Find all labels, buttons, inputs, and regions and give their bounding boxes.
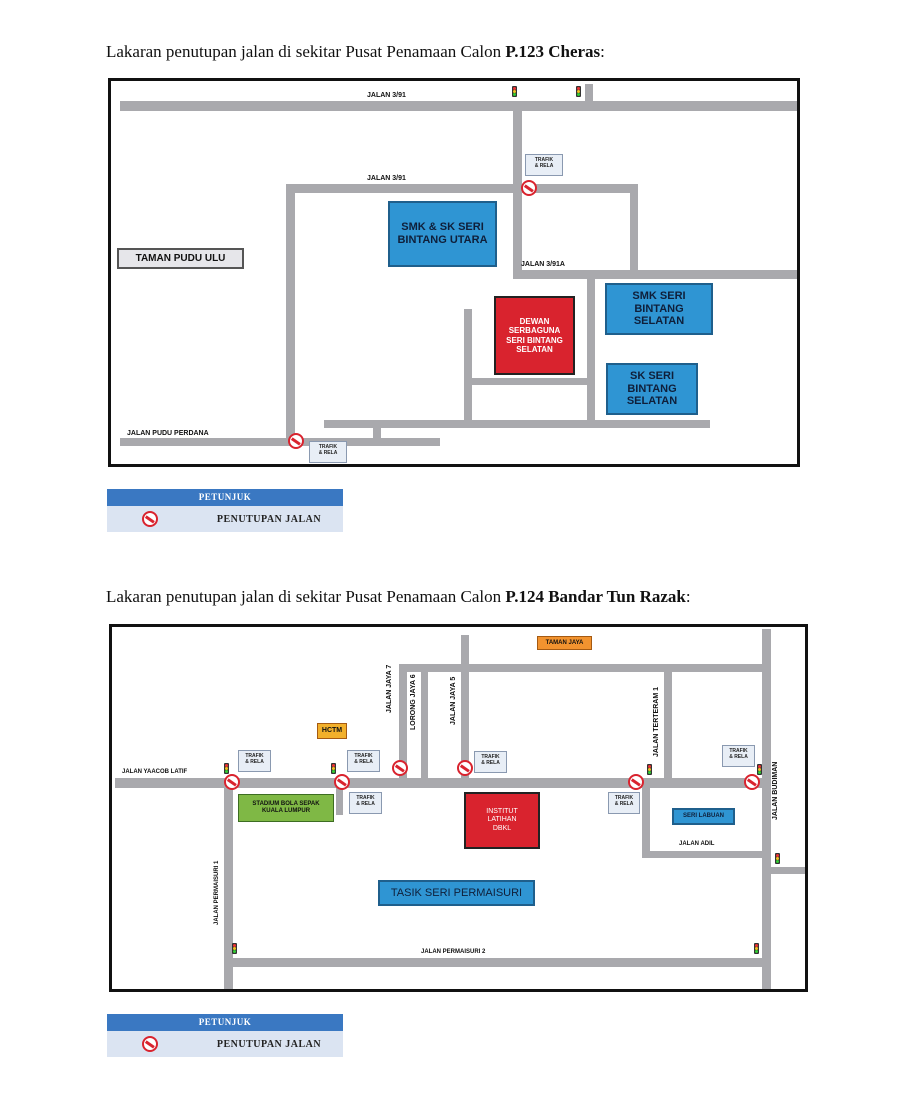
road-lorong-jaya-6	[421, 672, 428, 782]
road-closure-icon	[392, 760, 408, 776]
place-taman-pudu-ulu: TAMAN PUDU ULU	[117, 248, 244, 269]
map2-caption-prefix: Lakaran penutupan jalan di sekitar Pusat…	[106, 587, 506, 606]
map2-caption-bold: P.124 Bandar Tun Razak	[505, 587, 686, 606]
road-closure-icon	[224, 774, 240, 790]
place-smk-seri-bintang-selatan: SMK SERI BINTANG SELATAN	[605, 283, 713, 335]
road-jalan-permaisuri-1	[224, 783, 233, 989]
label-jalan-3-91-mid: JALAN 3/91	[367, 175, 406, 182]
label-jalan-yaacob-latif: JALAN YAACOB LATIF	[122, 769, 188, 775]
place-institut-latihan-dbkl: INSTITUT LATIHAN DBKL	[464, 792, 540, 849]
road-closure-icon	[142, 1036, 158, 1052]
traffic-light-icon	[576, 86, 581, 97]
road-vertical-center	[513, 107, 522, 279]
legend-title: PETUNJUK	[107, 1014, 343, 1031]
place-hctm: HCTM	[317, 723, 347, 739]
legend-row: PENUTUPAN JALAN	[107, 506, 343, 532]
road-jalan-jaya-5	[461, 635, 469, 782]
road-closure-icon	[521, 180, 537, 196]
traffic-light-icon	[232, 943, 237, 954]
legend-row: PENUTUPAN JALAN	[107, 1031, 343, 1057]
road-vertical-right-loop	[630, 184, 638, 272]
trafik-rela-box: TRAFIK& RELA	[474, 751, 507, 773]
map1-legend: PETUNJUK PENUTUPAN JALAN	[107, 489, 343, 532]
traffic-light-icon	[775, 853, 780, 864]
road-closure-icon	[744, 774, 760, 790]
road-closure-icon	[288, 433, 304, 449]
road-inner-branch	[472, 378, 588, 385]
road-bottom-stub	[373, 426, 381, 440]
map2-sketch: JALAN YAACOB LATIF JALAN JAYA 7 LORONG J…	[109, 624, 808, 992]
trafik-rela-box: TRAFIK& RELA	[309, 441, 347, 463]
label-jalan-permaisuri-2: JALAN PERMAISURI 2	[421, 949, 486, 955]
road-vertical-inner	[464, 309, 472, 427]
label-jalan-budiman: JALAN BUDIMAN	[772, 761, 779, 820]
map1-caption-bold: P.123 Cheras	[505, 42, 601, 61]
traffic-light-icon	[647, 764, 652, 775]
road-vertical-schools	[587, 279, 595, 426]
legend-title: PETUNJUK	[107, 489, 343, 506]
traffic-light-icon	[331, 763, 336, 774]
map2-legend: PETUNJUK PENUTUPAN JALAN	[107, 1014, 343, 1057]
legend-label: PENUTUPAN JALAN	[216, 1038, 322, 1050]
map1-caption-suffix: :	[600, 42, 605, 61]
label-jalan-jaya-5: JALAN JAYA 5	[450, 676, 457, 725]
road-jalan-yaacob-latif	[115, 778, 770, 788]
road-vertical-left	[286, 184, 295, 446]
road-closure-icon	[457, 760, 473, 776]
place-sk-seri-bintang-selatan: SK SERI BINTANG SELATAN	[606, 363, 698, 415]
label-jalan-permaisuri-1: JALAN PERMAISURI 1	[214, 860, 220, 925]
place-smk-sk-seri-bintang-utara: SMK & SK SERI BINTANG UTARA	[388, 201, 497, 267]
road-bottom-long	[324, 420, 710, 428]
place-tasik-seri-permaisuri: TASIK SERI PERMAISURI	[378, 880, 535, 906]
place-dewan-serbaguna: DEWAN SERBAGUNA SERI BINTANG SELATAN	[494, 296, 575, 375]
map1-sketch: JALAN 3/91 JALAN 3/91 JALAN 3/91A JALAN …	[108, 78, 800, 467]
road-jalan-terteram-1	[664, 672, 672, 780]
place-seri-labuan: SERI LABUAN	[672, 808, 735, 825]
road-jalan-budiman	[762, 629, 771, 989]
label-jalan-terteram-1: JALAN TERTERAM 1	[653, 686, 660, 757]
road-closure-icon	[628, 774, 644, 790]
label-jalan-adil: JALAN ADIL	[679, 841, 715, 847]
traffic-light-icon	[754, 943, 759, 954]
label-lorong-jaya-6: LORONG JAYA 6	[410, 674, 417, 730]
road-closure-icon	[142, 511, 158, 527]
road-jalan-3-91-mid	[286, 184, 638, 193]
trafik-rela-box: TRAFIK& RELA	[238, 750, 271, 772]
map2-caption: Lakaran penutupan jalan di sekitar Pusat…	[106, 587, 691, 607]
road-jalan-3-91-top	[120, 101, 797, 111]
road-budiman-stub	[769, 867, 805, 874]
place-taman-jaya: TAMAN JAYA	[537, 636, 592, 650]
trafik-rela-box: TRAFIK& RELA	[525, 154, 563, 176]
road-top-jaya	[399, 664, 767, 672]
road-closure-icon	[334, 774, 350, 790]
map1-caption: Lakaran penutupan jalan di sekitar Pusat…	[106, 42, 605, 62]
trafik-rela-box: TRAFIK& RELA	[722, 745, 755, 767]
trafik-rela-box: TRAFIK& RELA	[349, 792, 382, 814]
traffic-light-icon	[224, 763, 229, 774]
road-jalan-adil-vertical	[642, 785, 650, 857]
trafik-rela-box: TRAFIK& RELA	[347, 750, 380, 772]
road-hctm-stub	[336, 779, 343, 815]
label-jalan-jaya-7: JALAN JAYA 7	[386, 664, 393, 713]
traffic-light-icon	[512, 86, 517, 97]
road-jalan-adil	[642, 851, 764, 858]
map2-caption-suffix: :	[685, 587, 691, 606]
trafik-rela-box: TRAFIK& RELA	[608, 792, 640, 814]
road-jalan-permaisuri-2	[224, 958, 768, 967]
road-vertical-top-right	[585, 84, 593, 104]
road-jalan-pudu-perdana	[120, 438, 440, 446]
traffic-light-icon	[757, 764, 762, 775]
label-jalan-3-91-top: JALAN 3/91	[367, 92, 406, 99]
label-jalan-3-91a: JALAN 3/91A	[521, 261, 565, 268]
road-jalan-3-91a	[513, 270, 797, 279]
label-jalan-pudu-perdana: JALAN PUDU PERDANA	[127, 430, 209, 437]
legend-label: PENUTUPAN JALAN	[216, 513, 322, 525]
place-stadium-bola-sepak: STADIUM BOLA SEPAK KUALA LUMPUR	[238, 794, 334, 822]
map1-caption-prefix: Lakaran penutupan jalan di sekitar Pusat…	[106, 42, 506, 61]
road-jalan-jaya-7	[399, 664, 407, 782]
